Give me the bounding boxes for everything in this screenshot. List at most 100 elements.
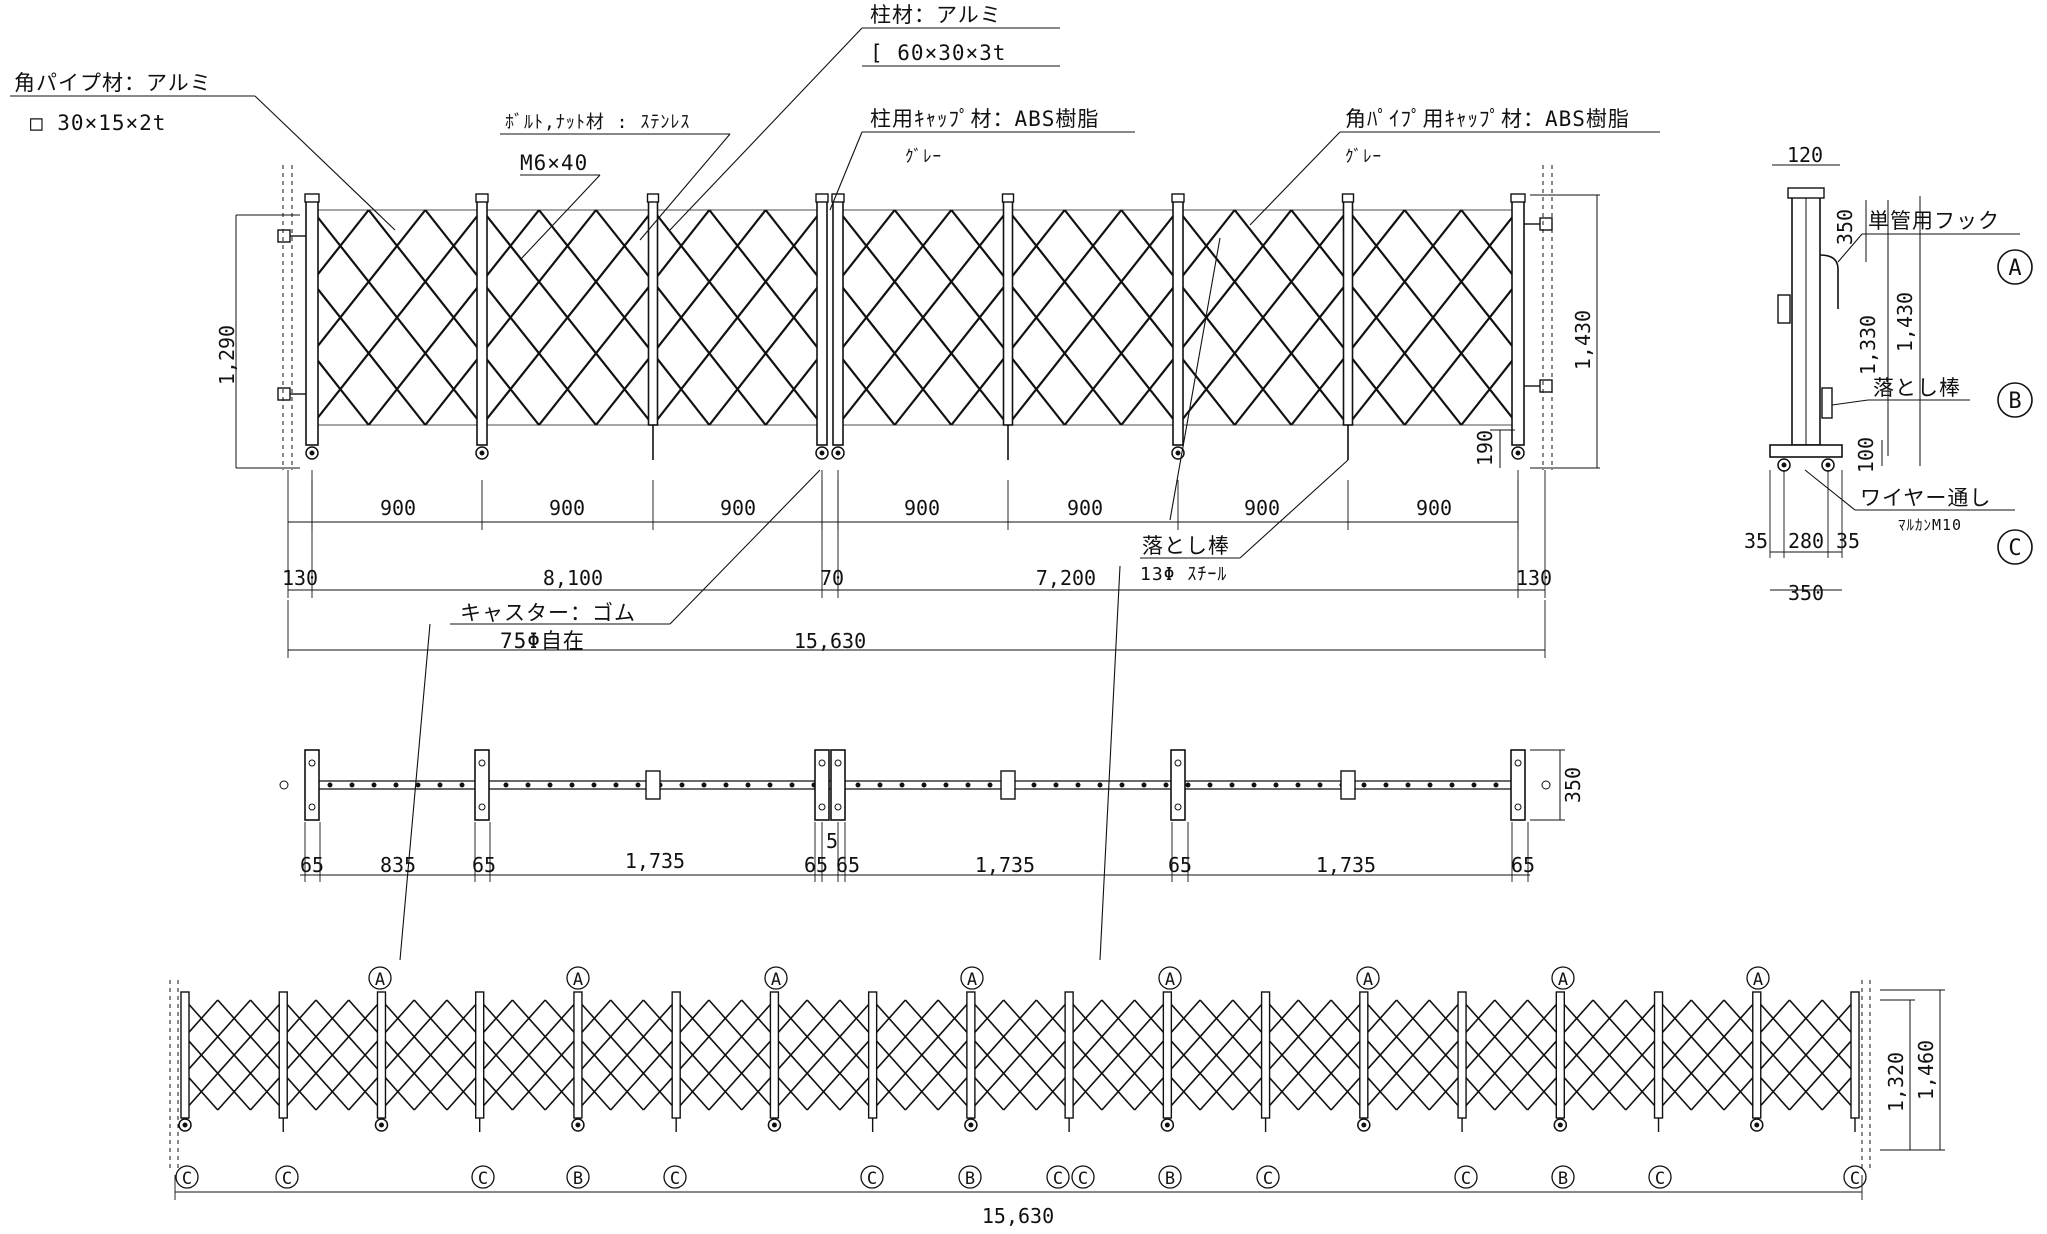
- lattice-bar: [950, 280, 1009, 355]
- folded-lattice-bar: [1690, 1072, 1725, 1111]
- folded-lattice-bar: [1657, 1072, 1692, 1111]
- label-hook: 単管用フック: [1868, 209, 2000, 233]
- hook-left-top: [277, 229, 291, 243]
- post-cap: [1171, 193, 1185, 203]
- plan-post: [1170, 749, 1186, 821]
- dim-side-35-right: 35: [1836, 529, 1860, 553]
- lattice-bar: [595, 209, 654, 283]
- folded-lattice-bar: [1166, 999, 1201, 1038]
- marker-circle-bottom: [663, 1165, 687, 1189]
- plan-end-mark: [1541, 780, 1551, 790]
- plan-bolt: [1053, 782, 1059, 788]
- plan-post: [830, 749, 846, 821]
- lattice-bar: [1007, 209, 1066, 283]
- folded-lattice-bar: [708, 1036, 743, 1074]
- folded-lattice-bar: [1330, 1072, 1365, 1111]
- plan-bolt: [1097, 782, 1103, 788]
- folded-lattice-bar: [577, 999, 612, 1038]
- dim-span-4: 900: [904, 496, 940, 520]
- marker-text-top: A: [375, 970, 385, 990]
- folded-lattice-bar: [1330, 999, 1365, 1038]
- marker-text-bottom: B: [573, 1169, 583, 1189]
- caster-hub: [1781, 462, 1787, 468]
- post-cap: [815, 193, 829, 203]
- lattice-bar: [1403, 352, 1463, 426]
- label-post-cap-color: ｸﾞﾚｰ: [905, 147, 942, 167]
- folded-lattice-bar: [380, 1036, 415, 1074]
- marker-circle-bottom: [1843, 1165, 1867, 1189]
- lattice-bar: [764, 352, 823, 426]
- folded-lattice-bar: [1232, 999, 1267, 1038]
- marker-text-bottom: B: [1165, 1169, 1175, 1189]
- marker-circle-b: [1997, 382, 2033, 418]
- caster-hub: [1557, 1122, 1563, 1128]
- caster-hub: [1825, 462, 1831, 468]
- lattice-bar: [1347, 280, 1406, 355]
- leader-line: [1837, 233, 1863, 263]
- dim-side-100: 100: [1854, 437, 1878, 473]
- dim-left-height: 1,290: [215, 325, 239, 385]
- label-square-pipe-size: □ 30×15×2t: [30, 111, 166, 135]
- caster-hub: [479, 450, 485, 456]
- lattice-bar: [538, 280, 597, 355]
- folded-lattice-bar: [1756, 1072, 1791, 1111]
- folded-lattice-bar: [1264, 999, 1299, 1038]
- plan-bolt: [855, 782, 861, 788]
- plan-bolt: [547, 782, 553, 788]
- leader-line: [1239, 459, 1349, 559]
- folded-lattice-bar: [839, 1072, 874, 1111]
- folded-lattice-bar: [642, 1036, 677, 1074]
- dim-side-top-width: 120: [1787, 143, 1823, 167]
- plan-end-mark: [279, 780, 289, 790]
- folded-lattice-bar: [1625, 1036, 1660, 1074]
- label-drop-rod-side: 落とし棒: [1873, 376, 1961, 400]
- front-elevation-view: [235, 165, 1600, 658]
- folded-lattice-bar: [1395, 999, 1430, 1038]
- plan-post-hole: [834, 759, 842, 767]
- plan-bolt: [459, 782, 465, 788]
- front-dimension-texts: 900 900 900 900 900 900 900 130 8,100 70…: [215, 310, 1595, 653]
- folded-lattice-bar: [1330, 1036, 1365, 1074]
- folded-lattice-bar: [1461, 999, 1496, 1038]
- folded-lattice-bar: [1428, 1072, 1463, 1111]
- folded-lattice-bar: [1723, 1072, 1758, 1111]
- front-post: [1172, 199, 1184, 446]
- plan-bolt: [525, 782, 531, 788]
- marker-circle-top: [1746, 966, 1770, 990]
- folded-post: [475, 991, 485, 1119]
- dim-plan-1735-2: 1,735: [975, 853, 1035, 877]
- folded-lattice-bar: [1592, 999, 1627, 1038]
- marker-b-text: B: [2008, 389, 2021, 414]
- lattice-bar: [708, 352, 767, 426]
- label-bolt-size: M6×40: [520, 151, 588, 175]
- lattice-bar: [1460, 352, 1519, 426]
- folded-lattice-bar: [380, 999, 415, 1038]
- dim-plan-65-5: 65: [1168, 853, 1192, 877]
- dim-side-35-left: 35: [1744, 529, 1768, 553]
- folded-lattice-bar: [1657, 999, 1692, 1038]
- folded-lattice-bar: [1068, 1036, 1103, 1074]
- caster-hub: [1164, 1122, 1170, 1128]
- marker-circle-c: [1997, 529, 2033, 565]
- folded-lattice-bar: [1592, 1036, 1627, 1074]
- caster-hub: [835, 450, 841, 456]
- plan-bolt: [1229, 782, 1235, 788]
- lattice-bar: [1233, 352, 1293, 426]
- dim-plan-65-4: 65: [836, 853, 860, 877]
- plan-post-hole: [478, 759, 486, 767]
- lattice-bar: [893, 209, 953, 283]
- folded-lattice-bar: [413, 999, 448, 1038]
- lattice-bar: [1347, 209, 1406, 283]
- plan-post-hole: [1514, 803, 1522, 811]
- plan-bolt: [943, 782, 949, 788]
- label-caster-size: 75Φ自在: [500, 629, 585, 653]
- lattice-bar: [893, 280, 953, 355]
- plan-bolt: [393, 782, 399, 788]
- folded-lattice-bar: [1232, 1072, 1267, 1111]
- folded-lattice-bar: [1199, 999, 1234, 1038]
- plan-dimension-texts: 65 835 65 1,735 65 65 1,735 65 1,735 65 …: [300, 767, 1585, 877]
- folded-lattice-bar: [1264, 1072, 1299, 1111]
- hook-right-bottom: [1539, 379, 1553, 393]
- label-bolt-nut-material: ﾎﾞﾙﾄ,ﾅｯﾄ材 : ｽﾃﾝﾚｽ: [505, 112, 690, 133]
- lattice-bar: [1063, 352, 1123, 426]
